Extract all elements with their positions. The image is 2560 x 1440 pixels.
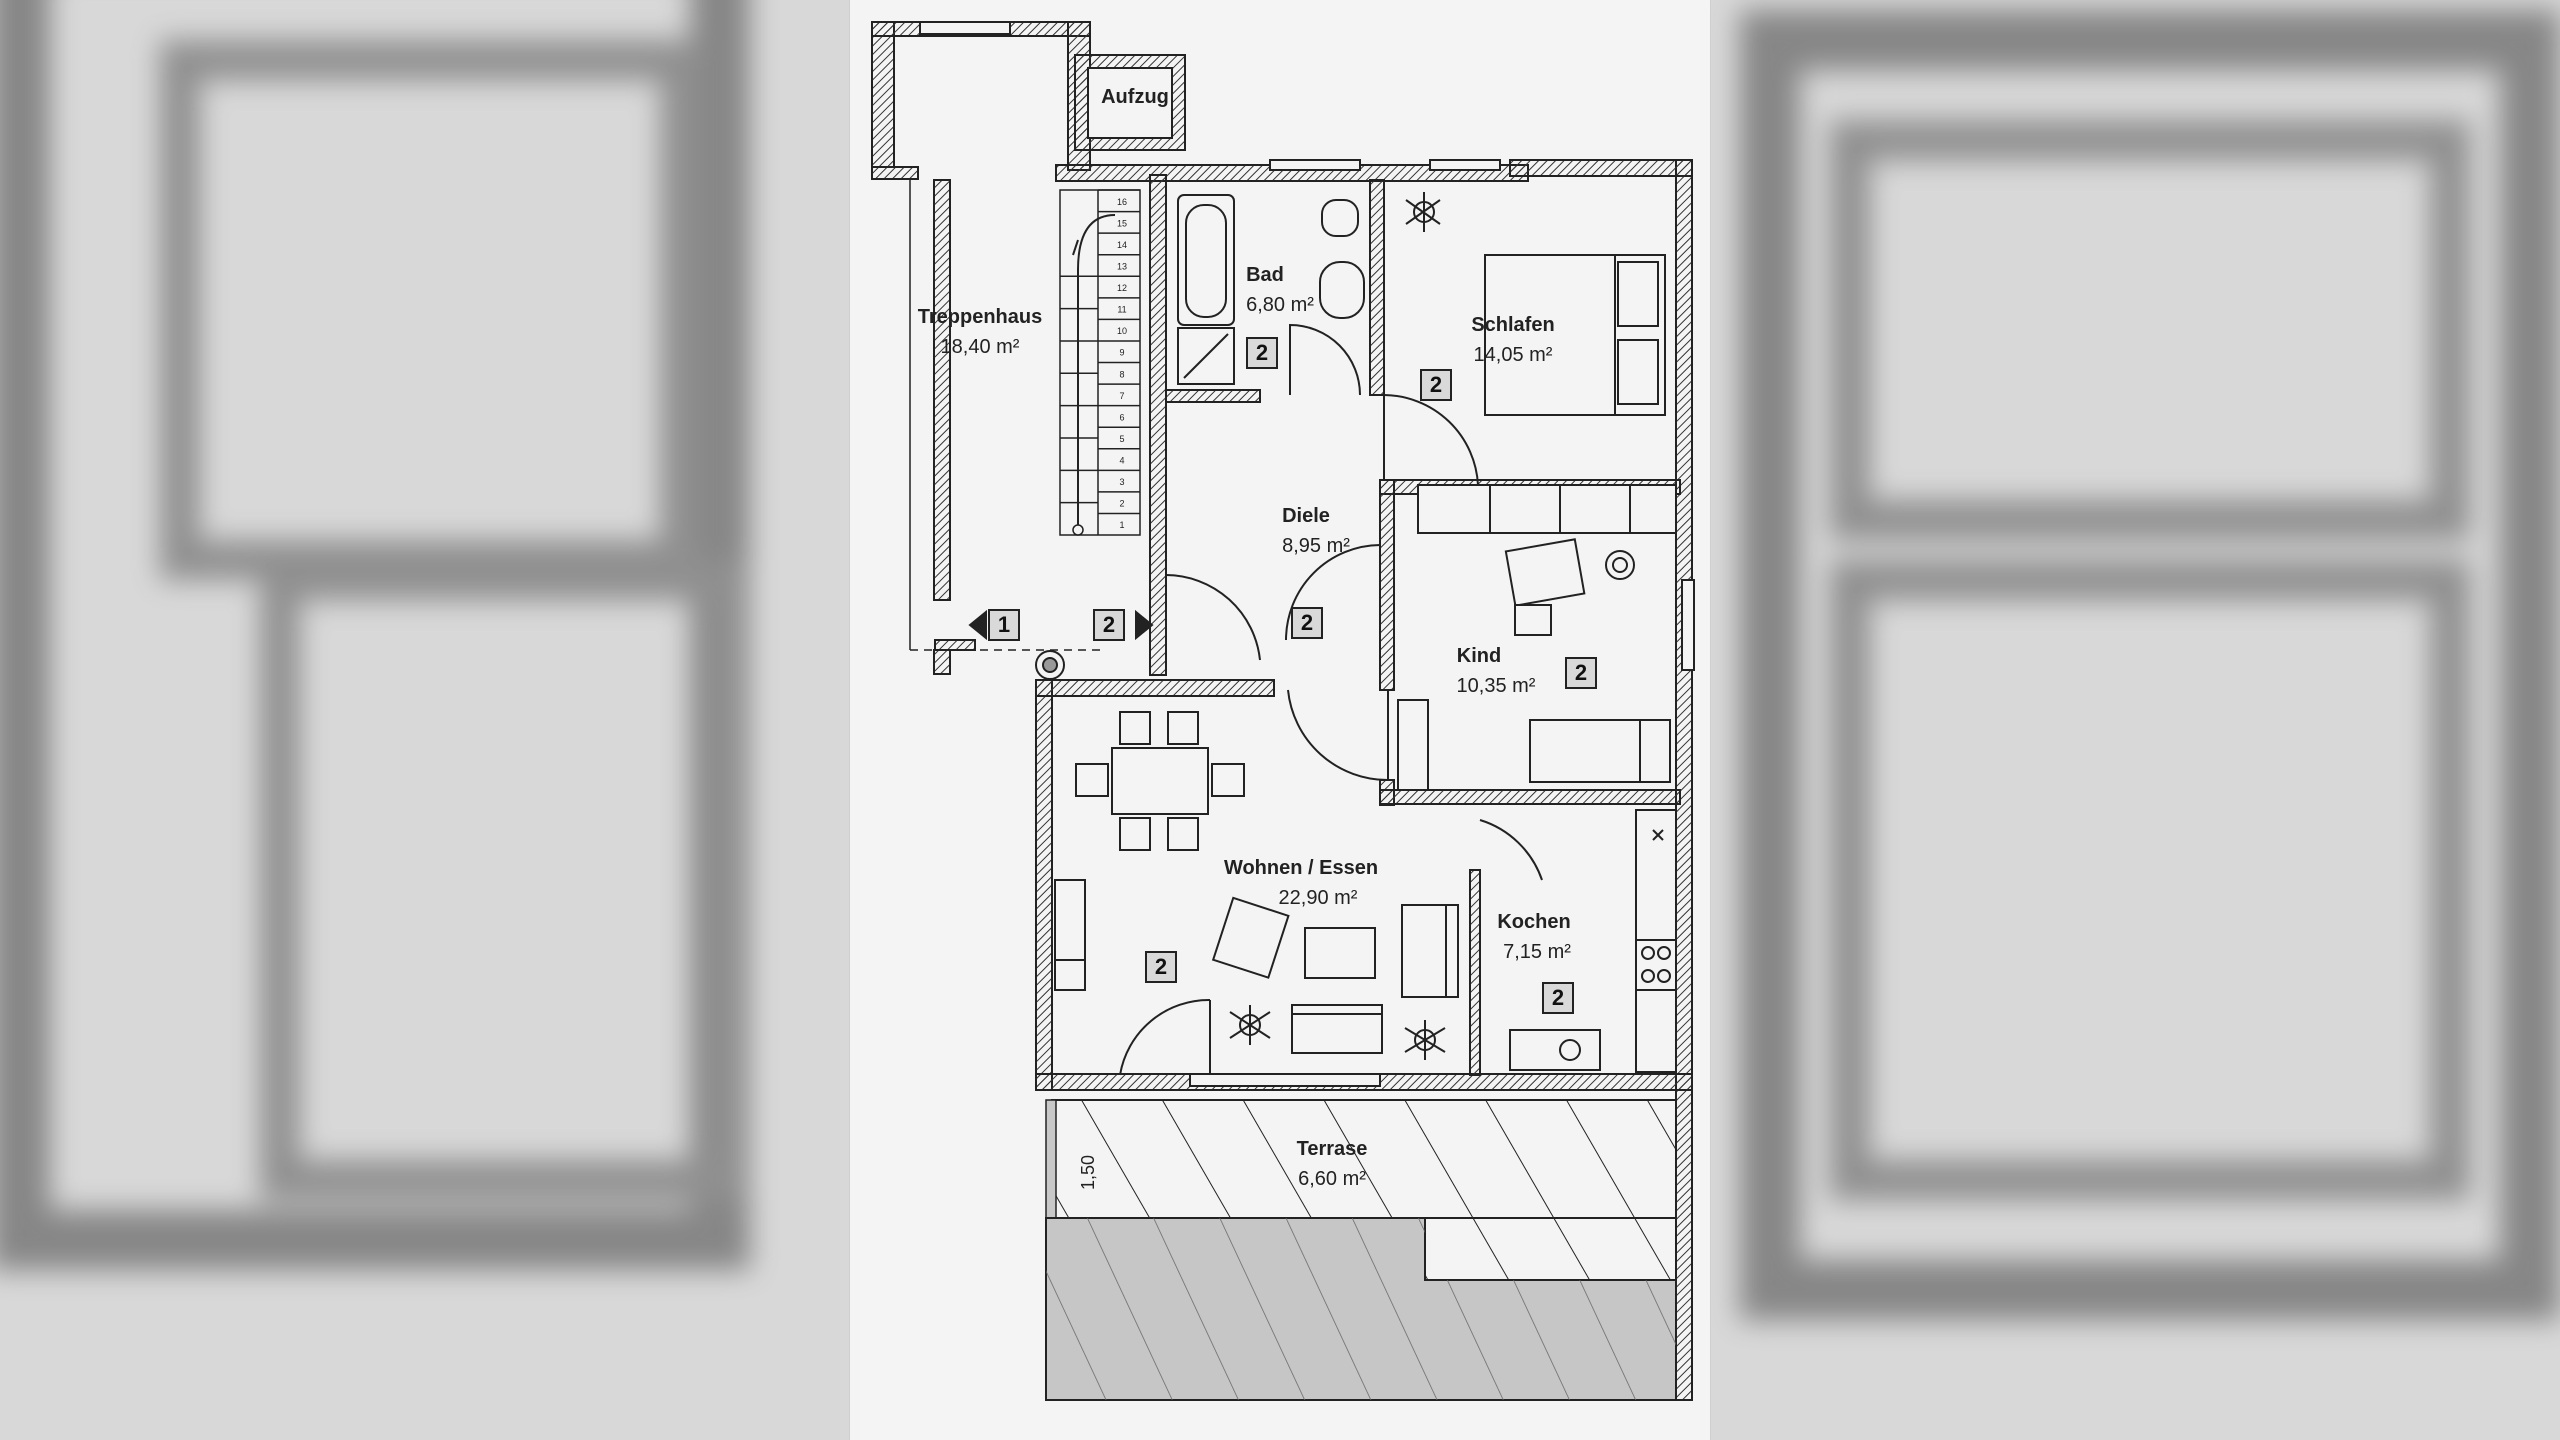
marker-2-diele: 2 xyxy=(1291,607,1323,639)
room-name-kochen: Kochen xyxy=(1497,911,1571,933)
stair-step-number: 16 xyxy=(1117,197,1127,207)
stair-step-number: 1 xyxy=(1119,520,1124,530)
room-name-kind: Kind xyxy=(1456,645,1502,667)
marker-2-schlafen: 2 xyxy=(1420,369,1452,401)
room-area-schlafen: 14,05 m² xyxy=(1473,344,1553,366)
room-name-terrasse: Terrase xyxy=(1296,1138,1368,1160)
room-area-terrasse: 6,60 m² xyxy=(1298,1168,1366,1190)
stair-step-number: 8 xyxy=(1119,369,1124,379)
stair-step-number: 12 xyxy=(1117,283,1127,293)
room-name-diele: Diele xyxy=(1282,505,1330,527)
room-area-diele: 8,95 m² xyxy=(1282,535,1350,557)
stairwell-walls xyxy=(871,21,1091,675)
exit-arrows xyxy=(934,609,1154,680)
marker-2-kind: 2 xyxy=(1565,657,1597,689)
stair-step-number: 2 xyxy=(1119,499,1124,509)
stair-step-number: 7 xyxy=(1119,391,1124,401)
living-dining-furniture xyxy=(1054,711,1459,1054)
stair-step-number: 14 xyxy=(1117,240,1127,250)
elevator-shaft xyxy=(1074,54,1186,151)
stair-step-number: 4 xyxy=(1119,456,1124,466)
stair-step-number: 3 xyxy=(1119,477,1124,487)
marker-2-wohnen: 2 xyxy=(1145,951,1177,983)
stair-step-number: 9 xyxy=(1119,348,1124,358)
room-name-wohnen-essen: Wohnen / Essen xyxy=(1223,857,1379,879)
marker-2-bad: 2 xyxy=(1246,337,1278,369)
room-name-bad: Bad xyxy=(1246,264,1284,286)
kids-room-furniture xyxy=(1397,538,1671,791)
terrace xyxy=(1045,1089,1693,1401)
blurred-echo-left xyxy=(0,0,850,1440)
garden-area xyxy=(1045,1217,1677,1401)
blurred-echo-right xyxy=(1710,0,2560,1440)
room-area-bad: 6,80 m² xyxy=(1246,294,1314,316)
plant-icon-2 xyxy=(1229,1005,1446,1060)
door-swings xyxy=(1119,323,1543,1076)
kitchen-units xyxy=(1509,809,1677,1073)
plant-icon xyxy=(1405,192,1441,232)
room-label-aufzug: Aufzug xyxy=(1101,86,1169,108)
room-area-kind: 10,35 m² xyxy=(1456,675,1536,697)
marker-1-stairwell: 1 xyxy=(988,609,1020,641)
marker-2-stairwell: 2 xyxy=(1093,609,1125,641)
room-name-treppenhaus: Treppenhaus xyxy=(917,306,1043,328)
stair-step-number: 11 xyxy=(1117,305,1126,315)
bathroom-fixtures xyxy=(1177,194,1365,385)
stair-step-number: 5 xyxy=(1119,434,1124,444)
room-area-treppenhaus: 18,40 m² xyxy=(940,336,1020,358)
stair-step-number: 10 xyxy=(1117,326,1127,336)
windows xyxy=(919,21,1695,1087)
stair-step-number: 15 xyxy=(1117,218,1127,228)
bedroom-furniture xyxy=(1417,254,1677,534)
stair-step-number: 13 xyxy=(1117,261,1127,271)
stair-step-number: 6 xyxy=(1119,412,1124,422)
marker-2-kochen: 2 xyxy=(1542,982,1574,1014)
room-area-wohnen-essen: 22,90 m² xyxy=(1278,887,1358,909)
dimension-label: 1,50 xyxy=(1078,1154,1098,1190)
room-name-schlafen: Schlafen xyxy=(1471,314,1555,336)
room-area-kochen: 7,15 m² xyxy=(1503,941,1571,963)
